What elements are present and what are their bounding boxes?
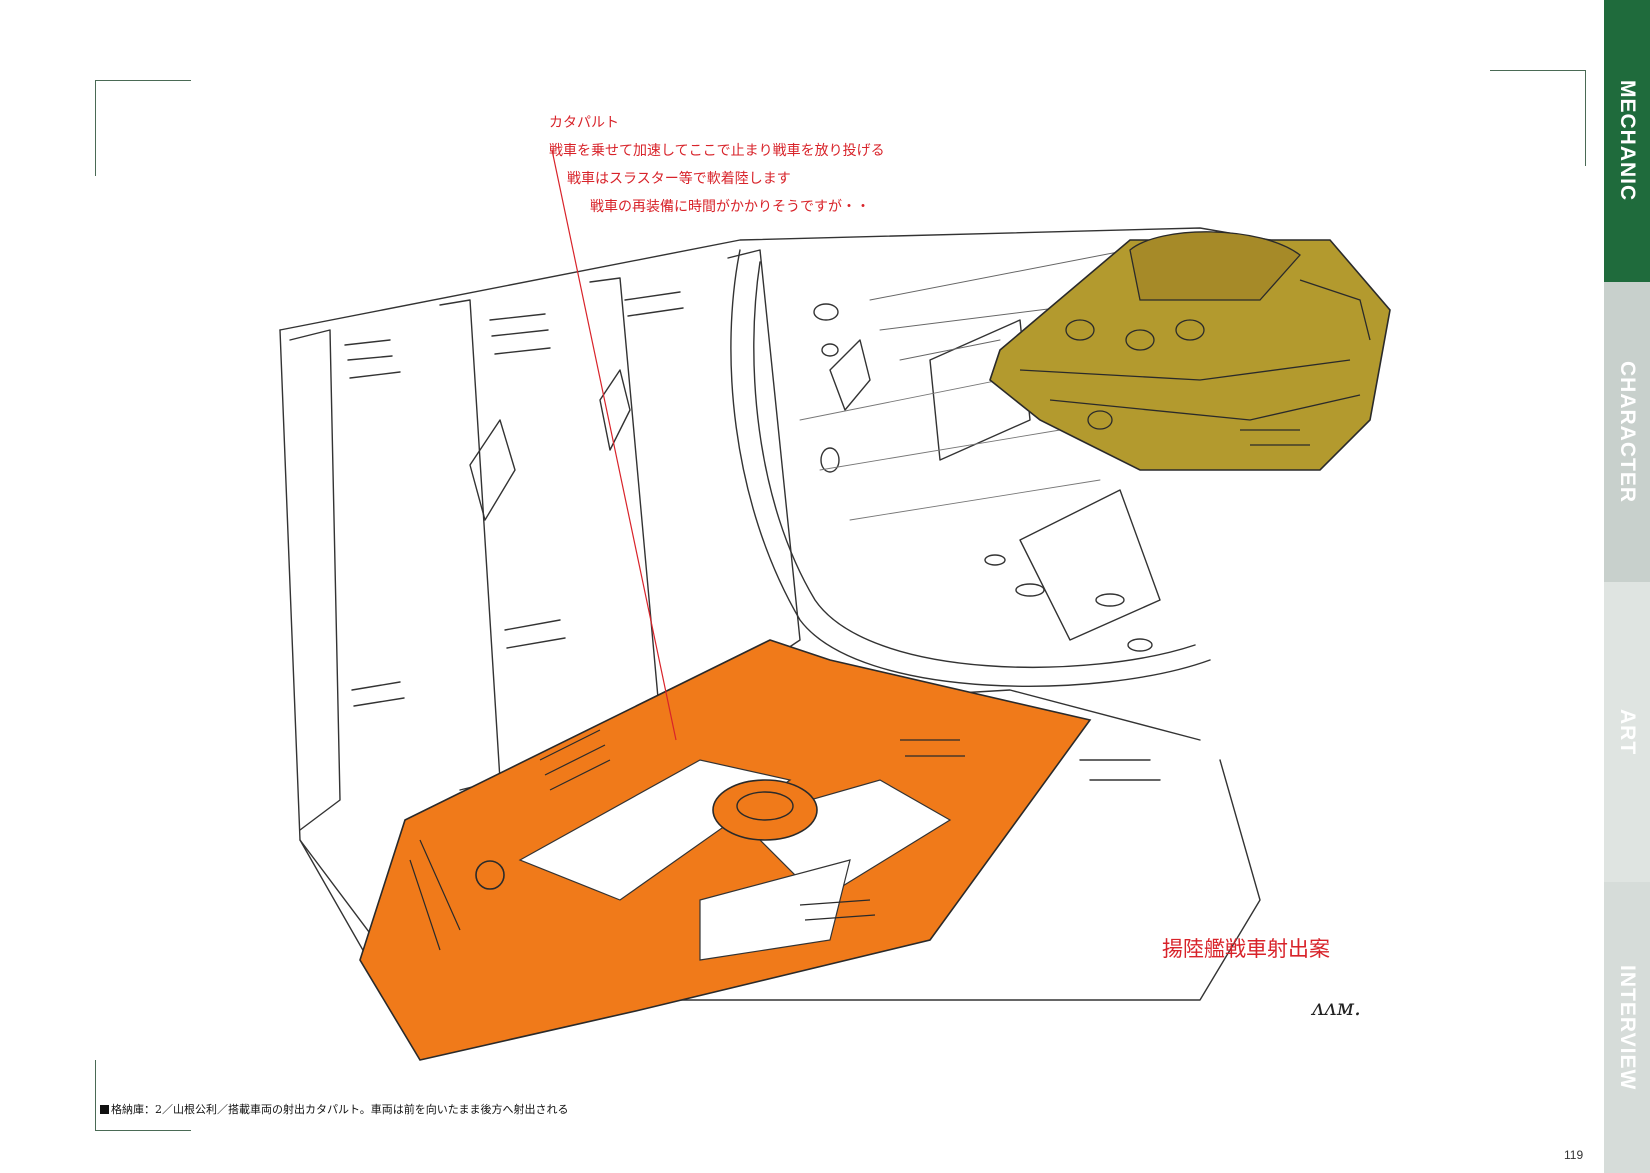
tab-mechanic-label: MECHANIC <box>1616 80 1639 202</box>
tab-interview-label: INTERVIEW <box>1616 964 1639 1091</box>
tab-character-label: CHARACTER <box>1616 361 1639 503</box>
drawing-title: 揚陸艦戦車射出案 <box>1162 937 1330 961</box>
wall-diamond-2 <box>599 369 631 451</box>
section-index-tabs: MECHANIC CHARACTER ART INTERVIEW <box>1604 0 1650 1173</box>
crop-mark-top-left <box>95 80 191 176</box>
crop-mark-bottom-left <box>95 1060 191 1131</box>
tab-interview[interactable]: INTERVIEW <box>1604 882 1650 1173</box>
tab-art-label: ART <box>1616 708 1639 756</box>
caption-square-icon <box>100 1104 109 1114</box>
tank-sketch <box>989 231 1391 471</box>
wall-diamond-1 <box>469 419 516 521</box>
wall-left-edge <box>279 329 381 981</box>
caption-text: 格納庫：2／山根公利／搭載車両の射出カタパルト。車両は前を向いたまま後方へ射出さ… <box>111 1103 569 1116</box>
tab-art[interactable]: ART <box>1604 582 1650 882</box>
annotation-line-4: 戦車の再装備に時間がかかりそうですが・・ <box>590 199 870 215</box>
annotation-leader-line <box>551 149 677 741</box>
tab-character[interactable]: CHARACTER <box>1604 282 1650 582</box>
catapult-sketch <box>279 149 1391 1061</box>
figure-caption: 格納庫：2／山根公利／搭載車両の射出カタパルト。車両は前を向いたまま後方へ射出さ… <box>100 1101 568 1117</box>
annotation-line-3: 戦車はスラスター等で軟着陸します <box>567 171 791 187</box>
tab-mechanic[interactable]: MECHANIC <box>1604 0 1650 282</box>
catapult-cradle <box>359 639 1092 1061</box>
annotation-catapult: カタパルト <box>549 115 619 131</box>
page-number: 119 <box>1564 1148 1584 1162</box>
tunnel-rim <box>730 249 1211 687</box>
annotation-line-2: 戦車を乗せて加速してここで止まり戦車を放り投げる <box>549 143 885 159</box>
crop-mark-top-right <box>1490 70 1586 166</box>
artist-signature: ᴧᴧᴍ. <box>1312 996 1361 1021</box>
